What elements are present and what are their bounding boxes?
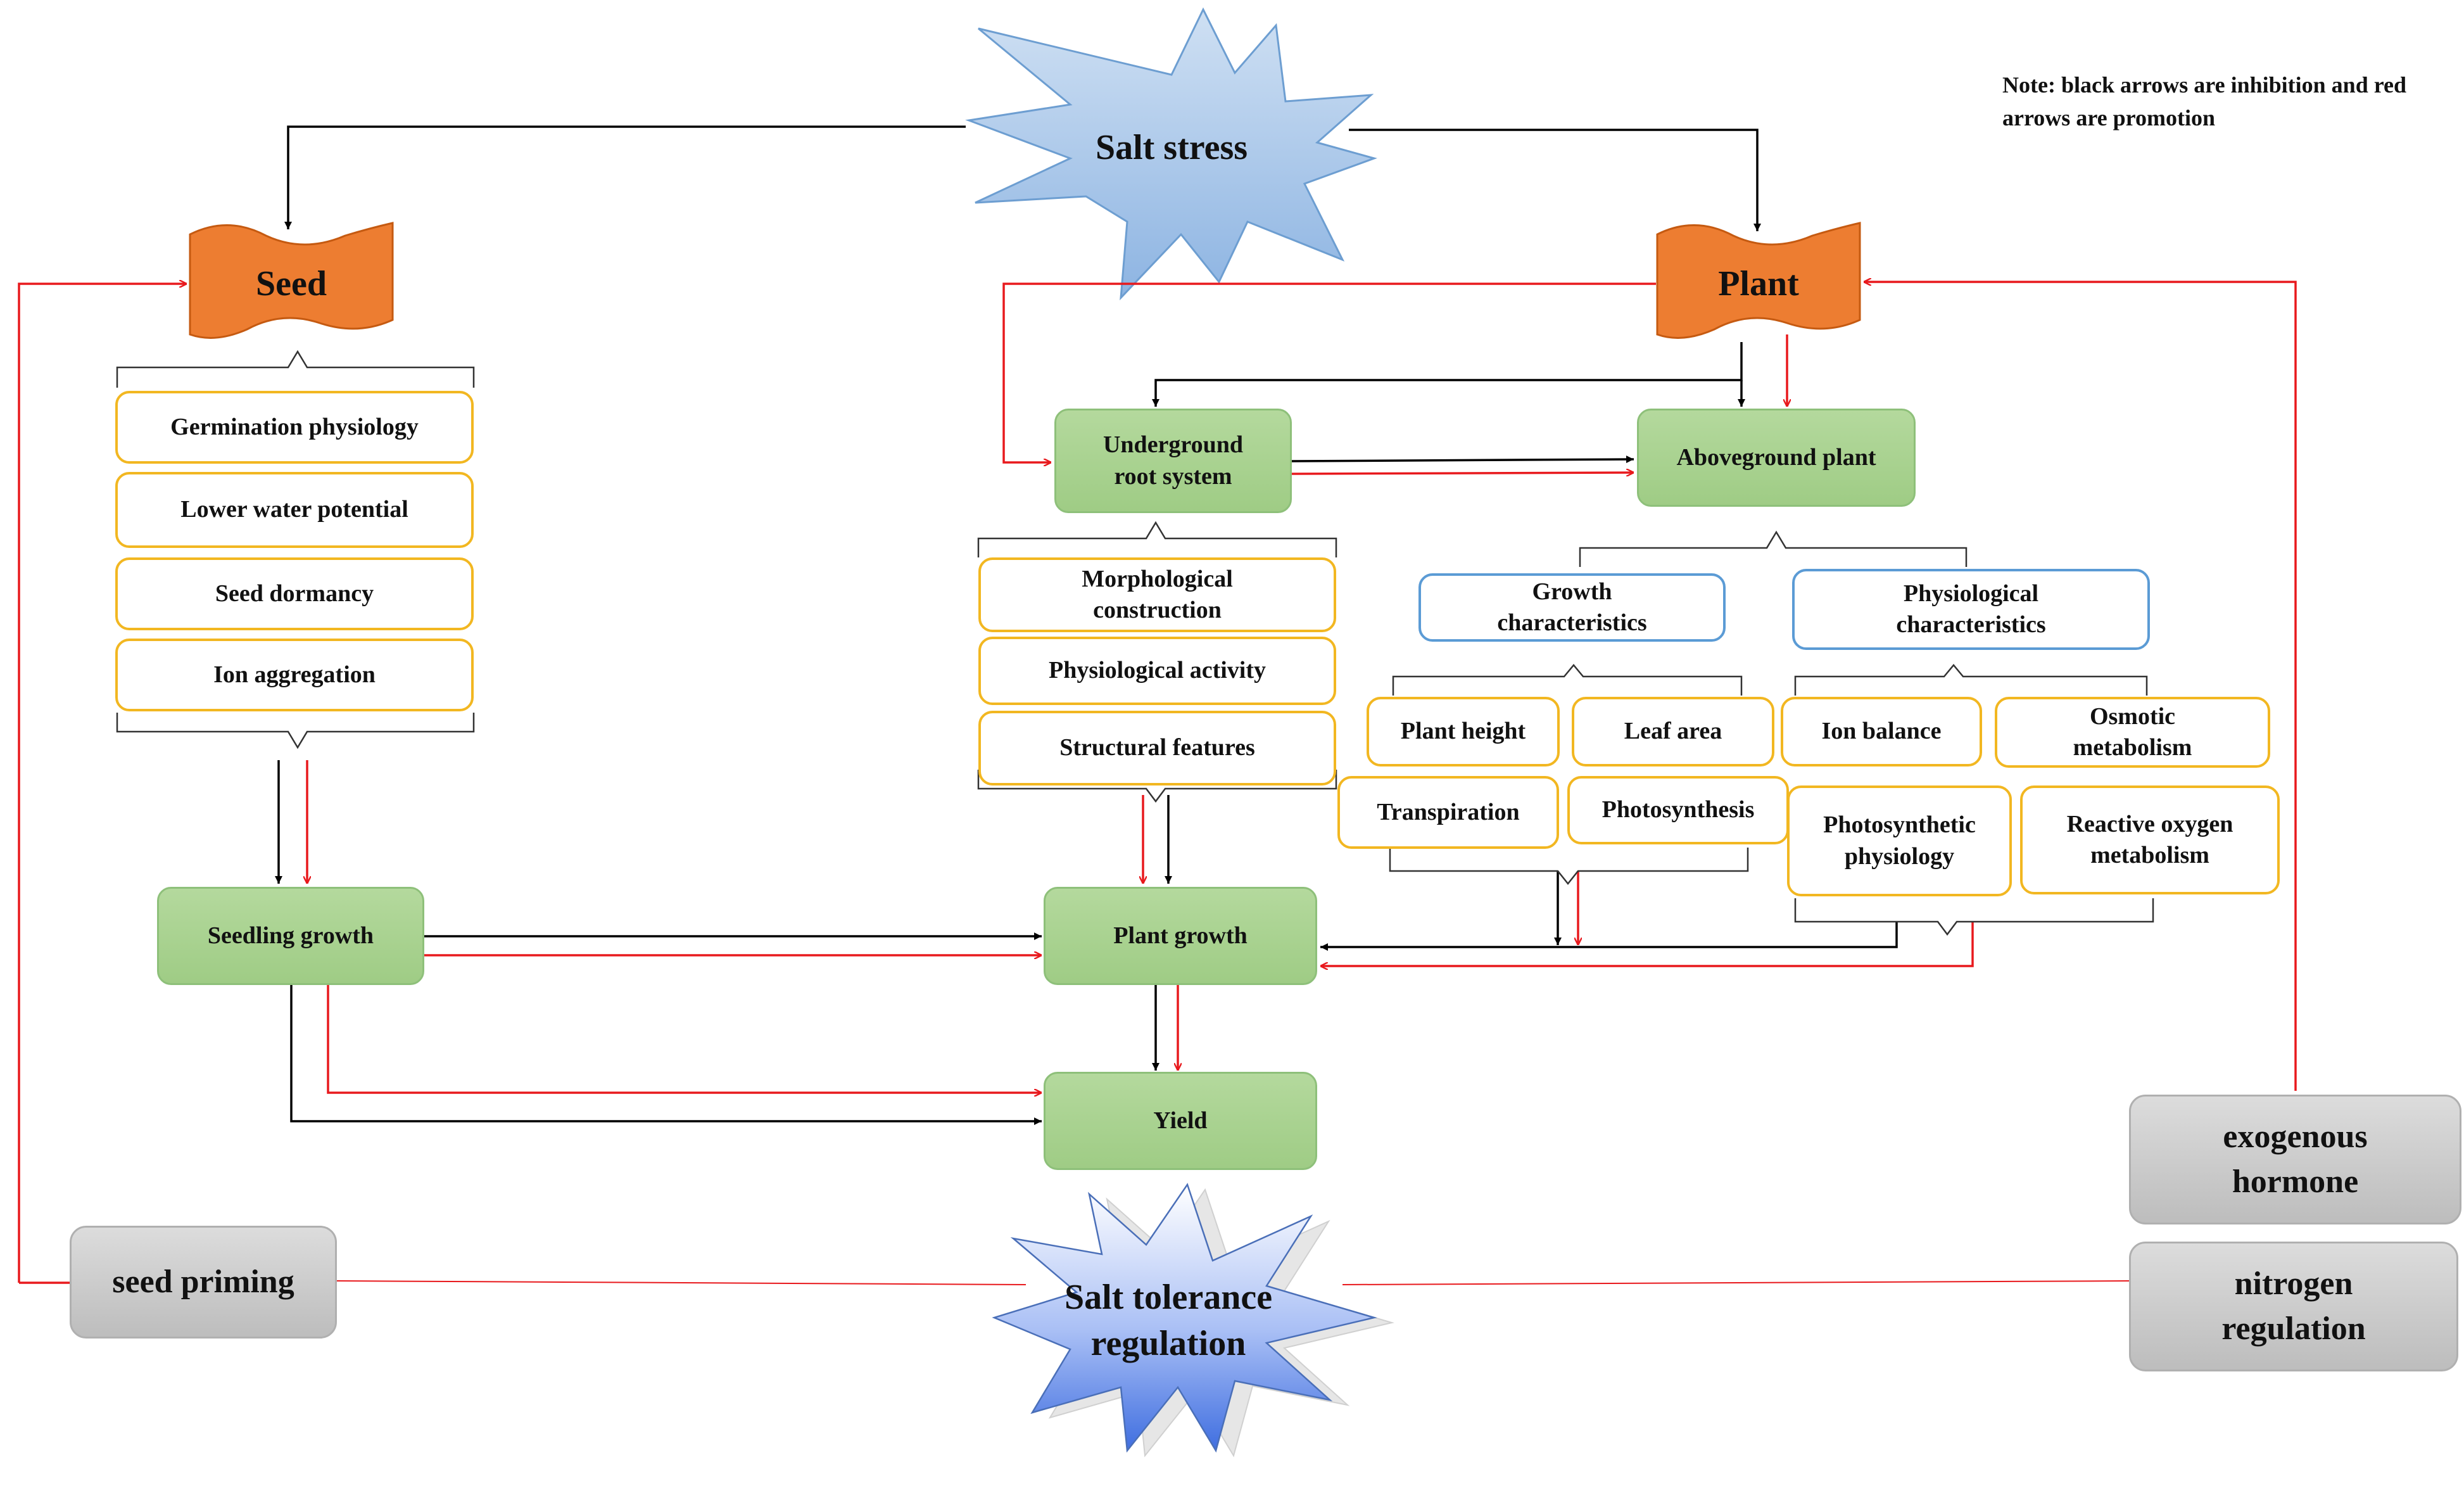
seed-banner-shape	[189, 222, 394, 339]
salt-stress-star	[965, 7, 1377, 301]
phys-photosynthetic-physiology: Photosynthetic physiology	[1787, 785, 2012, 896]
exogenous-hormone-node: exogenous hormone	[2129, 1095, 2461, 1224]
plant-banner-shape	[1656, 222, 1861, 339]
root-factor-structural: Structural features	[978, 711, 1336, 785]
plant-growth-node: Plant growth	[1044, 887, 1317, 985]
growth-characteristics-group: Growth characteristics	[1418, 573, 1726, 642]
seed-factor-ion-aggregation: Ion aggregation	[115, 639, 474, 711]
seed-banner: Seed	[256, 264, 327, 303]
phys-ion-balance: Ion balance	[1781, 697, 1982, 766]
salt-tolerance-label: Salt tolerance regulation	[1064, 1278, 1273, 1363]
plant-banner: Plant	[1718, 264, 1799, 303]
seed-priming-node: seed priming	[70, 1226, 337, 1339]
seedling-growth-node: Seedling growth	[157, 887, 424, 985]
seed-factor-dormancy: Seed dormancy	[115, 557, 474, 630]
root-factor-morphological: Morphological construction	[978, 557, 1336, 632]
growth-leaf-area: Leaf area	[1572, 697, 1774, 766]
growth-plant-height: Plant height	[1367, 697, 1560, 766]
seed-factor-germination: Germination physiology	[115, 391, 474, 464]
salt-stress-label: Salt stress	[1095, 127, 1248, 167]
phys-osmotic-metabolism: Osmotic metabolism	[1995, 697, 2270, 768]
seed-factor-water-potential: Lower water potential	[115, 472, 474, 548]
growth-transpiration: Transpiration	[1337, 776, 1559, 849]
nitrogen-regulation-node: nitrogen regulation	[2129, 1242, 2458, 1371]
salt-tolerance-star	[992, 1183, 1377, 1453]
yield-node: Yield	[1044, 1072, 1317, 1170]
physiological-characteristics-group: Physiological characteristics	[1792, 569, 2150, 650]
aboveground-plant-node: Aboveground plant	[1637, 409, 1916, 507]
underground-root-system-node: Underground root system	[1054, 409, 1292, 513]
phys-reactive-oxygen: Reactive oxygen metabolism	[2020, 785, 2280, 894]
legend-note: Note: black arrows are inhibition and re…	[2002, 72, 2407, 131]
root-factor-physiological: Physiological activity	[978, 637, 1336, 705]
growth-photosynthesis: Photosynthesis	[1567, 776, 1789, 844]
